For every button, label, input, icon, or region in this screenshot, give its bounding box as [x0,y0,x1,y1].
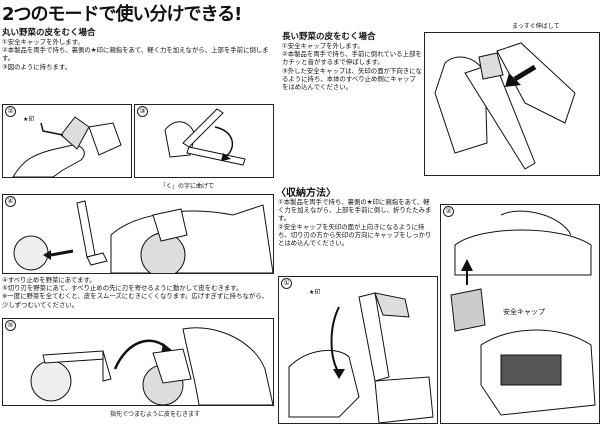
long-step-3: ③外した安全キャップは、矢印の面が下向きになるように持ち、本体のすべり止め側にキ… [282,66,422,92]
storage-step-2: ②安全キャップを矢印の面が上向きになるように持ち、切り刃の方から矢印の方向にキャ… [278,222,432,248]
storage-step-1: ①本製品を両手で持ち、裏側の★印に親指をあて、軽く力を加えながら、上部を手前に倒… [278,198,432,223]
round-panel-3: ③ [134,104,274,178]
step-number: ② [5,106,16,117]
attach-cap-illustration [450,210,596,416]
page-title: 2つのモードで使い分けできる! [2,4,242,25]
bend-peeler-illustration [164,108,246,166]
round-step-3: ③図のように持ちます。 [2,62,71,71]
round-panel-5: ⑤ [2,318,274,406]
hands-peeler-illustration [12,116,122,177]
round-note-2: ⑤切り刃を野菜にあて、すべり止めの先に刃を寄せるように動かして皮をむきます。 [2,284,243,293]
round-step-1: ①安全キャップを外します。 [2,38,84,46]
round-step-2: ②本製品を両手で持ち、裏側の★印に親指をあて、軽く力を加えながら、上部を手前に倒… [2,46,269,63]
fold-peeler-illustration [288,292,434,423]
round-heading: 丸い野菜の皮をむく場合 [2,28,96,38]
round-note-3: ※一度に野菜を全てむくと、皮をスムーズにむきにくくなります。広げすぎずに持ちなが… [2,292,269,309]
star-mark-label: ★印 [309,289,321,296]
long-steps: ①安全キャップを外します。 ②本製品を両手で持ち、手前に倒れている上部をカチッと… [282,42,422,91]
safety-cap-label: 安全キャップ [503,308,545,316]
storage-panel-1: ① ★印 [278,276,438,424]
step-number: ⑤ [5,320,16,331]
long-caption: まっすぐ伸ばして [512,23,560,30]
star-mark-label: ★印 [23,116,35,123]
straight-peeler-illustration [434,42,576,170]
round-panel-5-caption: 指先でつまむように皮をむきます [110,411,201,418]
round-steps: ①安全キャップを外します。 ②本製品を両手で持ち、裏側の★印に親指をあて、軽く力… [2,38,272,71]
storage-heading: 〈収納方法〉 [276,188,336,199]
nonslip-on-vegetable-illustration [13,200,273,273]
long-panel [424,32,600,176]
step-number: ③ [137,106,148,117]
step-number: ② [443,206,454,217]
storage-panel-2: ② 安全キャップ [440,204,600,424]
round-panel-4: ④ [2,194,274,274]
round-panel-2: ② ★印 [2,104,132,178]
long-step-1: ①安全キャップを外します。 [282,42,364,50]
storage-steps: ①本製品を両手で持ち、裏側の★印に親指をあて、軽く力を加えながら、上部を手前に倒… [278,198,432,247]
long-heading: 長い野菜の皮をむく場合 [282,32,376,42]
step-number: ④ [5,196,16,207]
peeling-round-vegetable-illustration [30,327,273,405]
round-panel-3-caption: 「く」の字に曲げて [160,183,215,190]
round-notes: ④すべり止めを野菜にあてます。 ⑤切り刃を野菜にあて、すべり止めの先に刃を寄せる… [2,276,272,309]
step-number: ① [281,278,292,289]
long-step-2: ②本製品を両手で持ち、手前に倒れている上部をカチッと音がするまで伸ばします。 [282,50,422,67]
round-note-1: ④すべり止めを野菜にあてます。 [2,276,96,284]
